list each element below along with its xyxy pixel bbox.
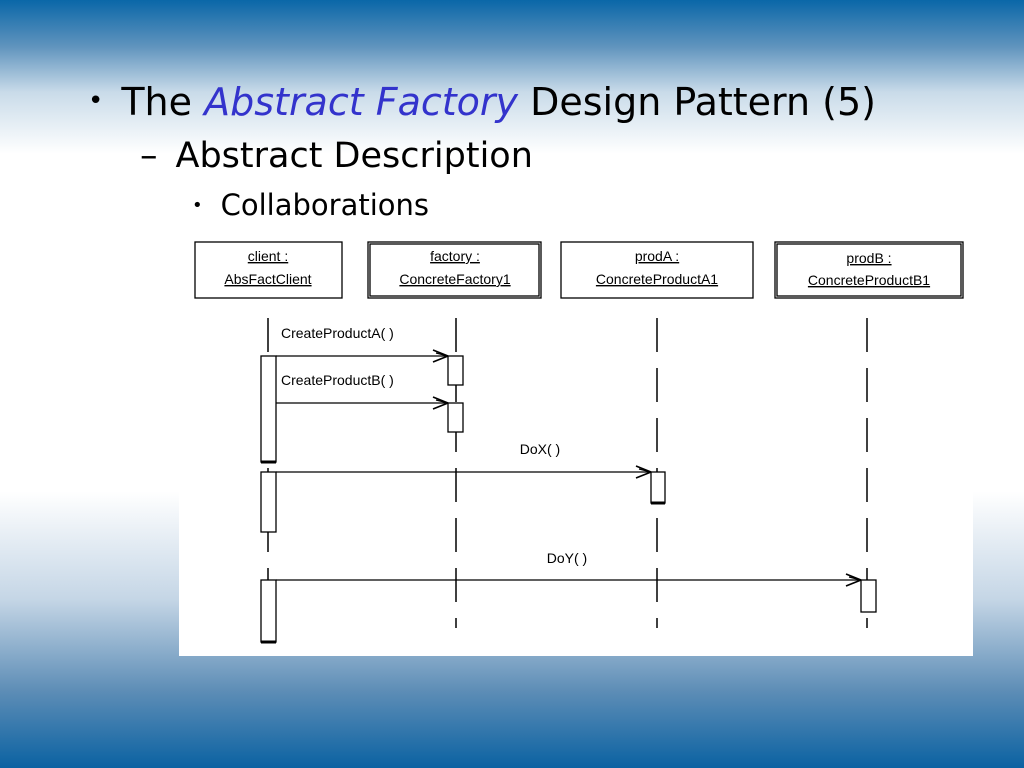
object-proda-name: prodA :	[635, 248, 679, 264]
object-box-client: client : AbsFactClient	[194, 241, 343, 299]
activation-client-1	[260, 355, 277, 463]
message-do-y: DoY( )	[276, 550, 862, 587]
bullet-level1: •	[88, 86, 104, 116]
message-create-product-a: CreateProductA( )	[276, 325, 449, 363]
object-prodb-name: prodB :	[846, 250, 891, 266]
activation-prodb	[860, 579, 877, 613]
sequence-diagram-svg: client : AbsFactClient factory : Concret…	[194, 241, 964, 644]
slide-subtitle: –Abstract Description	[140, 136, 533, 176]
bullet-level3: •	[192, 195, 203, 216]
lifelines	[267, 318, 868, 640]
object-box-proda: prodA : ConcreteProductA1	[560, 241, 754, 299]
object-box-factory: factory : ConcreteFactory1	[367, 241, 542, 299]
object-prodb-class: ConcreteProductB1	[808, 272, 930, 288]
message-label-create-product-b: CreateProductB( )	[281, 372, 394, 388]
activation-factory-1	[447, 355, 464, 386]
message-label-do-y: DoY( )	[547, 550, 587, 566]
object-client-class: AbsFactClient	[224, 271, 311, 287]
object-client-name: client :	[248, 248, 288, 264]
activation-client-3	[260, 579, 277, 643]
message-create-product-b: CreateProductB( )	[276, 372, 449, 410]
activation-factory-2	[447, 402, 464, 433]
activation-client-2	[260, 471, 277, 533]
slide-subsubtitle: • Collaborations	[192, 188, 429, 222]
sequence-diagram: client : AbsFactClient factory : Concret…	[179, 233, 973, 656]
activation-proda	[650, 471, 666, 504]
activations	[260, 355, 877, 643]
bullet-level2: –	[140, 136, 158, 176]
object-box-prodb: prodB : ConcreteProductB1	[774, 241, 964, 299]
title-prefix: The	[121, 80, 193, 124]
object-factory-name: factory :	[430, 248, 480, 264]
title-emphasis: Abstract Factory	[204, 80, 519, 124]
subsubtitle-text: Collaborations	[220, 188, 430, 222]
subtitle-text: Abstract Description	[175, 136, 533, 176]
object-proda-class: ConcreteProductA1	[596, 271, 718, 287]
activation-bottom-edges	[261, 460, 665, 644]
message-label-create-product-a: CreateProductA( )	[281, 325, 394, 341]
slide-title: • The Abstract Factory Design Pattern (5)	[88, 80, 876, 124]
object-factory-class: ConcreteFactory1	[399, 271, 510, 287]
message-label-do-x: DoX( )	[520, 441, 560, 457]
message-do-x: DoX( )	[276, 441, 652, 479]
title-suffix: Design Pattern (5)	[530, 80, 877, 124]
